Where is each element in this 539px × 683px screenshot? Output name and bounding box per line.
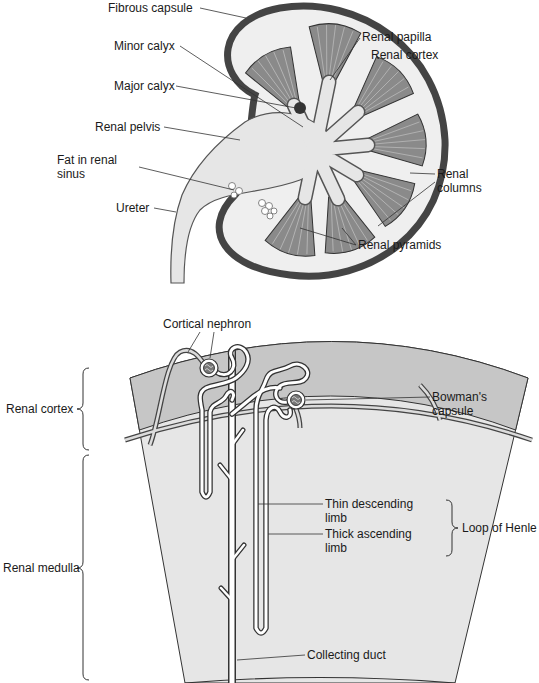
calyx-outline bbox=[294, 82, 368, 199]
part-label: Ureter bbox=[116, 201, 149, 215]
part-label: Fat in renal sinus bbox=[57, 153, 137, 181]
part-label: Minor calyx bbox=[114, 39, 175, 53]
fat-lobule bbox=[231, 192, 237, 198]
leader-line bbox=[139, 167, 234, 190]
renal-cortex-region bbox=[130, 342, 528, 431]
glomerulus bbox=[204, 363, 215, 374]
renal-pyramid bbox=[263, 188, 330, 261]
nephron-tubules bbox=[200, 347, 307, 633]
fat-lobule bbox=[262, 208, 269, 215]
capillary-tuft bbox=[292, 397, 300, 404]
renal-medulla-region bbox=[130, 342, 528, 683]
duct-lumen bbox=[220, 430, 244, 600]
curly-bracket bbox=[446, 500, 458, 556]
curly-bracket bbox=[77, 368, 89, 450]
leader-line bbox=[210, 332, 214, 358]
fat-lobule bbox=[259, 200, 266, 207]
glomerulus bbox=[291, 395, 302, 406]
tubule-wall bbox=[256, 364, 308, 633]
leader-line bbox=[330, 38, 360, 80]
leader-line bbox=[176, 86, 296, 108]
leader-line bbox=[180, 46, 303, 127]
calyx-fill bbox=[294, 82, 368, 199]
arcuate-vessel bbox=[125, 350, 532, 445]
part-label: Renal cortex bbox=[371, 48, 438, 62]
leader-line bbox=[154, 208, 176, 212]
leader-line bbox=[342, 228, 356, 245]
fat-lobule bbox=[271, 208, 277, 214]
fat-lobule bbox=[267, 213, 273, 219]
tubule-lumen bbox=[256, 364, 308, 633]
leader-line bbox=[188, 332, 200, 352]
renal-pyramid bbox=[242, 42, 317, 120]
renal-pyramid bbox=[303, 21, 362, 87]
leader-line bbox=[268, 534, 323, 535]
vessel-lumen bbox=[125, 350, 532, 445]
sinus-fat bbox=[229, 183, 278, 220]
part-label: Renal papilla bbox=[362, 30, 431, 44]
glomeruli bbox=[200, 359, 305, 409]
fat-lobule bbox=[229, 183, 236, 190]
part-label: Renal cortex bbox=[6, 402, 73, 416]
part-label: Bowman's capsule bbox=[432, 390, 502, 418]
tubule-lumen bbox=[200, 347, 248, 497]
leader-line bbox=[200, 8, 246, 18]
leader-line bbox=[300, 228, 356, 245]
wedge-base bbox=[185, 678, 455, 683]
part-label: Renal columns bbox=[437, 167, 497, 195]
capillary-tuft bbox=[205, 365, 213, 372]
leader-line bbox=[410, 173, 435, 174]
part-label: Renal medulla bbox=[3, 561, 80, 575]
leader-line bbox=[306, 397, 430, 400]
part-label: Collecting duct bbox=[307, 648, 386, 662]
tubule-lumen bbox=[232, 387, 280, 414]
leader-lines bbox=[188, 332, 430, 660]
part-label: Major calyx bbox=[114, 79, 175, 93]
leader-lines bbox=[139, 8, 435, 245]
tubule-wall bbox=[200, 347, 248, 497]
brackets bbox=[77, 368, 458, 680]
part-label: Renal pyramids bbox=[358, 238, 441, 252]
bowmans-capsule bbox=[200, 359, 218, 377]
part-label: Fibrous capsule bbox=[108, 1, 193, 15]
leader-line bbox=[237, 655, 305, 660]
part-label: Thick ascending limb bbox=[325, 527, 425, 555]
leader-line bbox=[258, 504, 323, 505]
leader-line bbox=[378, 182, 435, 226]
part-label: Renal pelvis bbox=[95, 120, 160, 134]
bowmans-capsule bbox=[287, 391, 305, 409]
part-label: Loop of Henle bbox=[462, 521, 537, 535]
leader-line bbox=[164, 127, 240, 140]
part-label: Thin descending limb bbox=[325, 497, 425, 525]
vessel-outline bbox=[125, 350, 532, 445]
part-label: Cortical nephron bbox=[163, 317, 251, 331]
